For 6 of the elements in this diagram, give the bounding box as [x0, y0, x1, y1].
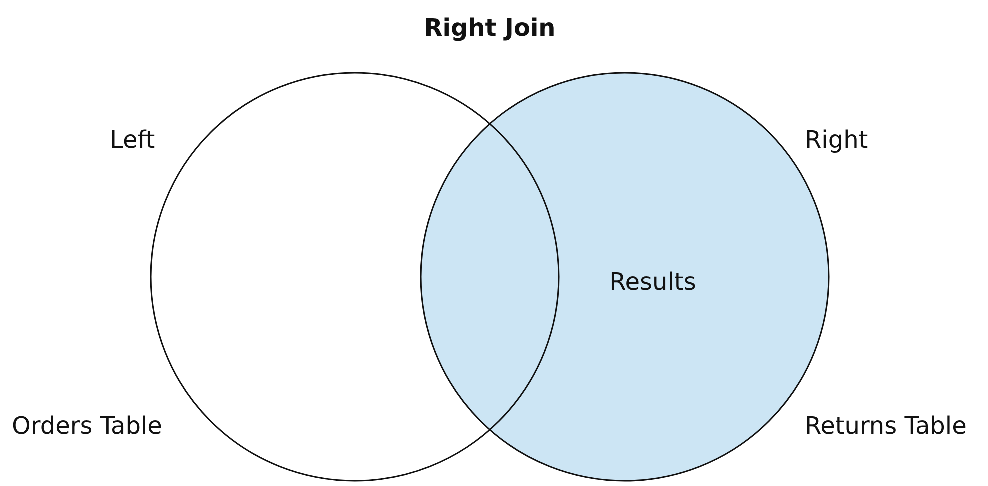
table-label: Returns Table [805, 414, 967, 438]
table-label: Orders Table [12, 414, 162, 438]
side-label: Left [110, 128, 156, 152]
set-label: Results [610, 270, 696, 294]
side-label: Right [805, 128, 868, 152]
title: Right Join [424, 16, 556, 40]
